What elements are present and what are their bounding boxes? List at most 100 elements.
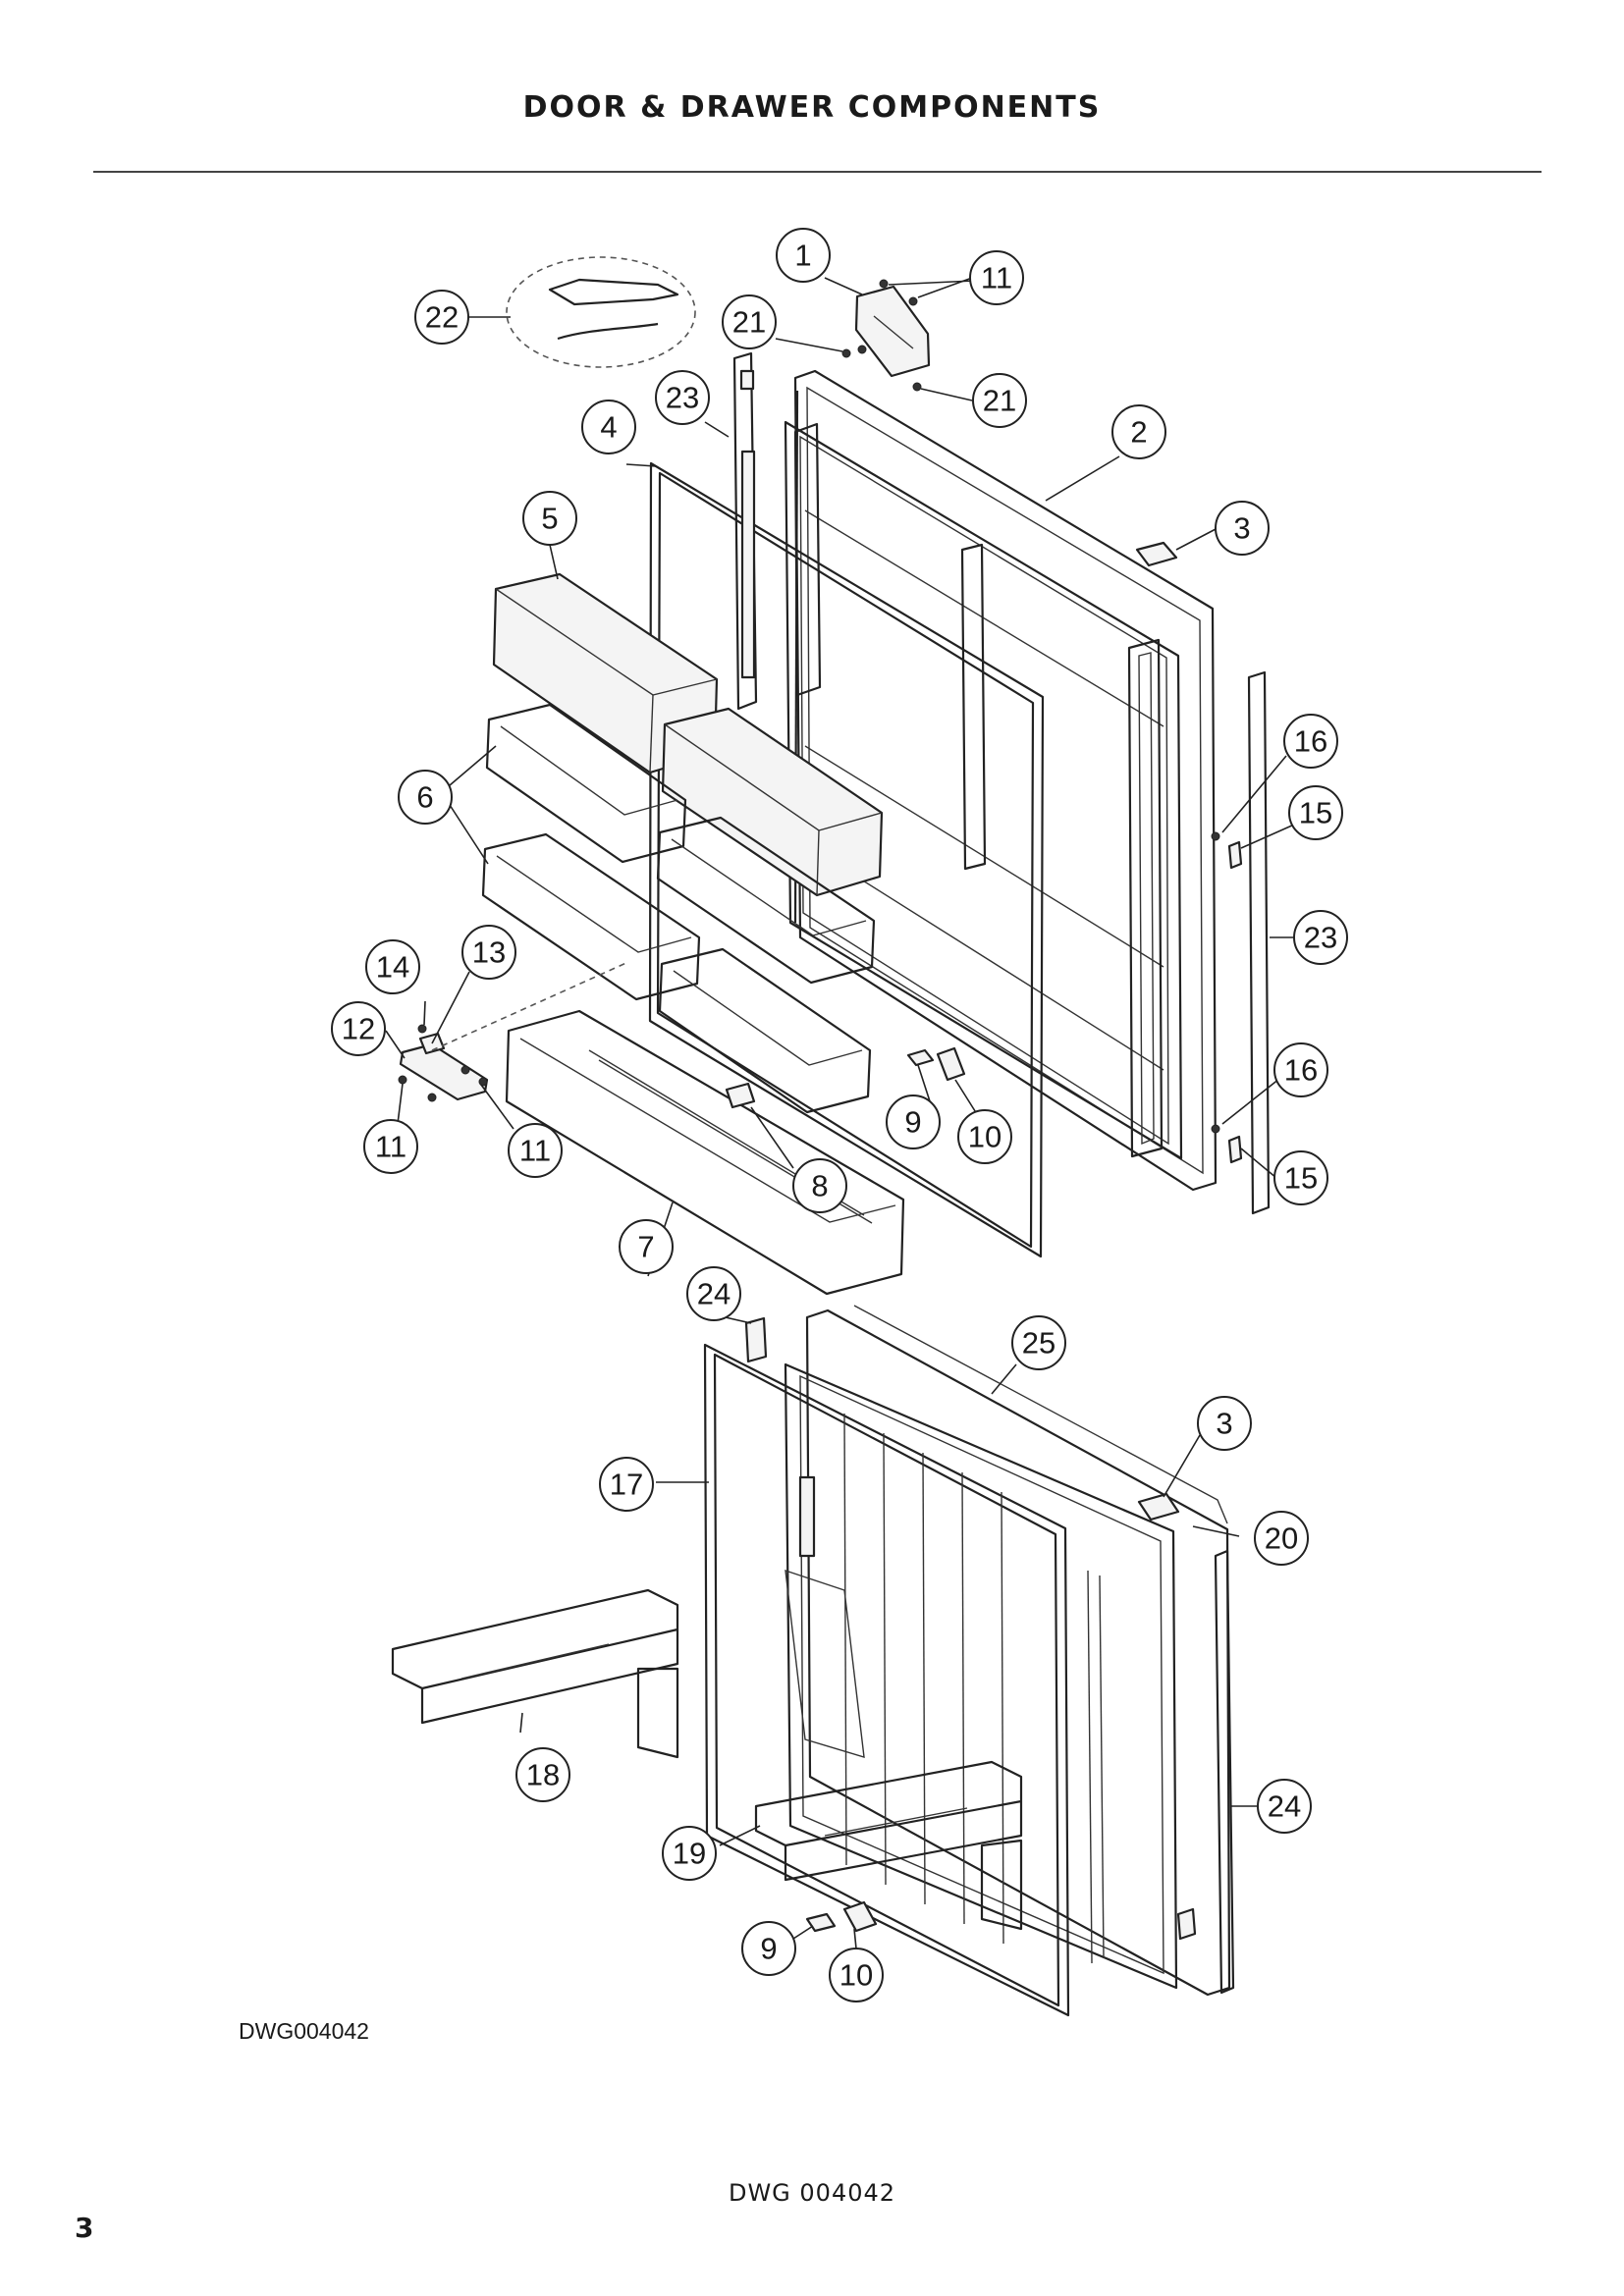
svg-text:15: 15	[1284, 1161, 1318, 1196]
svg-text:16: 16	[1284, 1053, 1318, 1088]
svg-text:7: 7	[637, 1230, 654, 1264]
hinge-screws	[841, 279, 922, 392]
callout-25: 25	[1011, 1315, 1066, 1370]
svg-text:18: 18	[526, 1758, 560, 1792]
callout-7: 7	[619, 1219, 674, 1274]
part-24-trim-right	[1176, 1549, 1235, 1995]
part-18-slide-rail	[391, 1588, 679, 1759]
drawer-tub	[785, 1475, 865, 1758]
svg-text:12: 12	[342, 1012, 375, 1046]
svg-text:2: 2	[1130, 415, 1147, 450]
part-3-block-lower	[1137, 1492, 1180, 1522]
part-23-trim-right	[1247, 670, 1271, 1215]
callout-9-lower: 9	[741, 1921, 796, 1976]
part-2-outer-door	[793, 369, 1218, 1192]
callout-18: 18	[515, 1747, 570, 1802]
callout-17: 17	[599, 1457, 654, 1512]
svg-text:11: 11	[375, 1130, 406, 1164]
callout-9-upper: 9	[886, 1095, 941, 1149]
part-17-drawer-gasket	[703, 1343, 1070, 2017]
svg-text:3: 3	[1233, 511, 1250, 546]
callout-14: 14	[365, 939, 420, 994]
svg-text:1: 1	[794, 239, 811, 273]
part-4-door-gasket	[648, 461, 1045, 1258]
door-shelf-4	[658, 947, 872, 1114]
part-16-screw-lower	[1211, 1124, 1220, 1134]
part-12-bracket	[399, 1042, 489, 1101]
callout-16-lower: 16	[1273, 1042, 1328, 1097]
svg-text:8: 8	[811, 1169, 828, 1203]
callout-6: 6	[398, 770, 453, 825]
svg-text:10: 10	[839, 1958, 873, 1993]
callout-21-lower: 21	[972, 373, 1027, 428]
callout-12: 12	[331, 1001, 386, 1056]
callout-23-upper: 23	[655, 370, 710, 425]
part-8-retainer	[725, 1082, 756, 1109]
svg-text:4: 4	[600, 410, 617, 445]
callout-8: 8	[792, 1158, 847, 1213]
svg-text:22: 22	[425, 300, 459, 335]
svg-text:21: 21	[983, 384, 1016, 418]
part-23-trim-left	[732, 351, 758, 711]
leader-lines	[385, 277, 1298, 1949]
callout-15-lower: 15	[1273, 1150, 1328, 1205]
small-screws	[398, 1024, 488, 1102]
part-3-block-upper	[1135, 541, 1178, 567]
part-19-slide-rail	[754, 1760, 1023, 1931]
callout-5: 5	[522, 491, 577, 546]
part-22-detail	[506, 256, 696, 368]
svg-text:11: 11	[981, 261, 1012, 295]
svg-text:16: 16	[1294, 724, 1327, 759]
part-6-door-shelf-1	[485, 703, 687, 864]
part-16-screw-upper	[1211, 831, 1220, 841]
part-20-drawer-inner	[784, 1362, 1178, 1990]
callout-24-upper: 24	[686, 1266, 741, 1321]
svg-text:17: 17	[610, 1468, 643, 1502]
callout-11-left: 11	[363, 1119, 418, 1174]
svg-text:5: 5	[541, 502, 558, 536]
callout-3-lower: 3	[1197, 1396, 1252, 1451]
callout-21-upper: 21	[722, 294, 777, 349]
svg-text:21: 21	[732, 305, 766, 340]
part-6-door-shelf-2	[481, 832, 701, 1001]
svg-text:23: 23	[666, 381, 699, 415]
callout-20: 20	[1254, 1511, 1309, 1566]
svg-text:14: 14	[376, 950, 409, 985]
callout-13: 13	[461, 925, 516, 980]
callout-15-upper: 15	[1288, 785, 1343, 840]
svg-text:15: 15	[1299, 796, 1332, 830]
assembly-line-12	[431, 961, 629, 1051]
callout-2: 2	[1111, 404, 1166, 459]
callout-11-right: 11	[508, 1123, 563, 1178]
header-rule	[93, 171, 1542, 173]
svg-text:3: 3	[1216, 1407, 1232, 1441]
svg-text:23: 23	[1304, 921, 1337, 955]
door-shelf-3	[656, 816, 876, 985]
page-number: 3	[75, 2212, 94, 2244]
part-1-hinge	[854, 285, 931, 378]
callout-23-right: 23	[1293, 910, 1348, 965]
svg-text:19: 19	[673, 1837, 706, 1871]
part-9-pad-upper	[906, 1048, 935, 1067]
svg-text:24: 24	[1268, 1789, 1301, 1824]
svg-text:25: 25	[1022, 1326, 1056, 1361]
callout-24-lower: 24	[1257, 1779, 1312, 1834]
part-10-pin-lower	[842, 1900, 878, 1933]
part-15-clip-lower	[1227, 1135, 1243, 1164]
footer-drawing-code: DWG 004042	[728, 2179, 896, 2207]
callout-19: 19	[662, 1826, 717, 1881]
callout-11-top: 11	[969, 250, 1024, 305]
callout-4: 4	[581, 400, 636, 454]
callout-22: 22	[414, 290, 469, 345]
svg-text:11: 11	[519, 1134, 551, 1168]
svg-text:13: 13	[472, 935, 506, 970]
callout-10-lower: 10	[829, 1948, 884, 2002]
part-24-trim-top	[744, 1316, 768, 1363]
part-25-drawer-outer	[805, 1305, 1231, 1997]
part-5-dairy-bin-right	[661, 707, 884, 897]
page-title: DOOR & DRAWER COMPONENTS	[522, 90, 1102, 125]
part-15-clip-upper	[1227, 840, 1243, 870]
svg-text:24: 24	[697, 1277, 731, 1311]
callout-3-upper: 3	[1215, 501, 1270, 556]
